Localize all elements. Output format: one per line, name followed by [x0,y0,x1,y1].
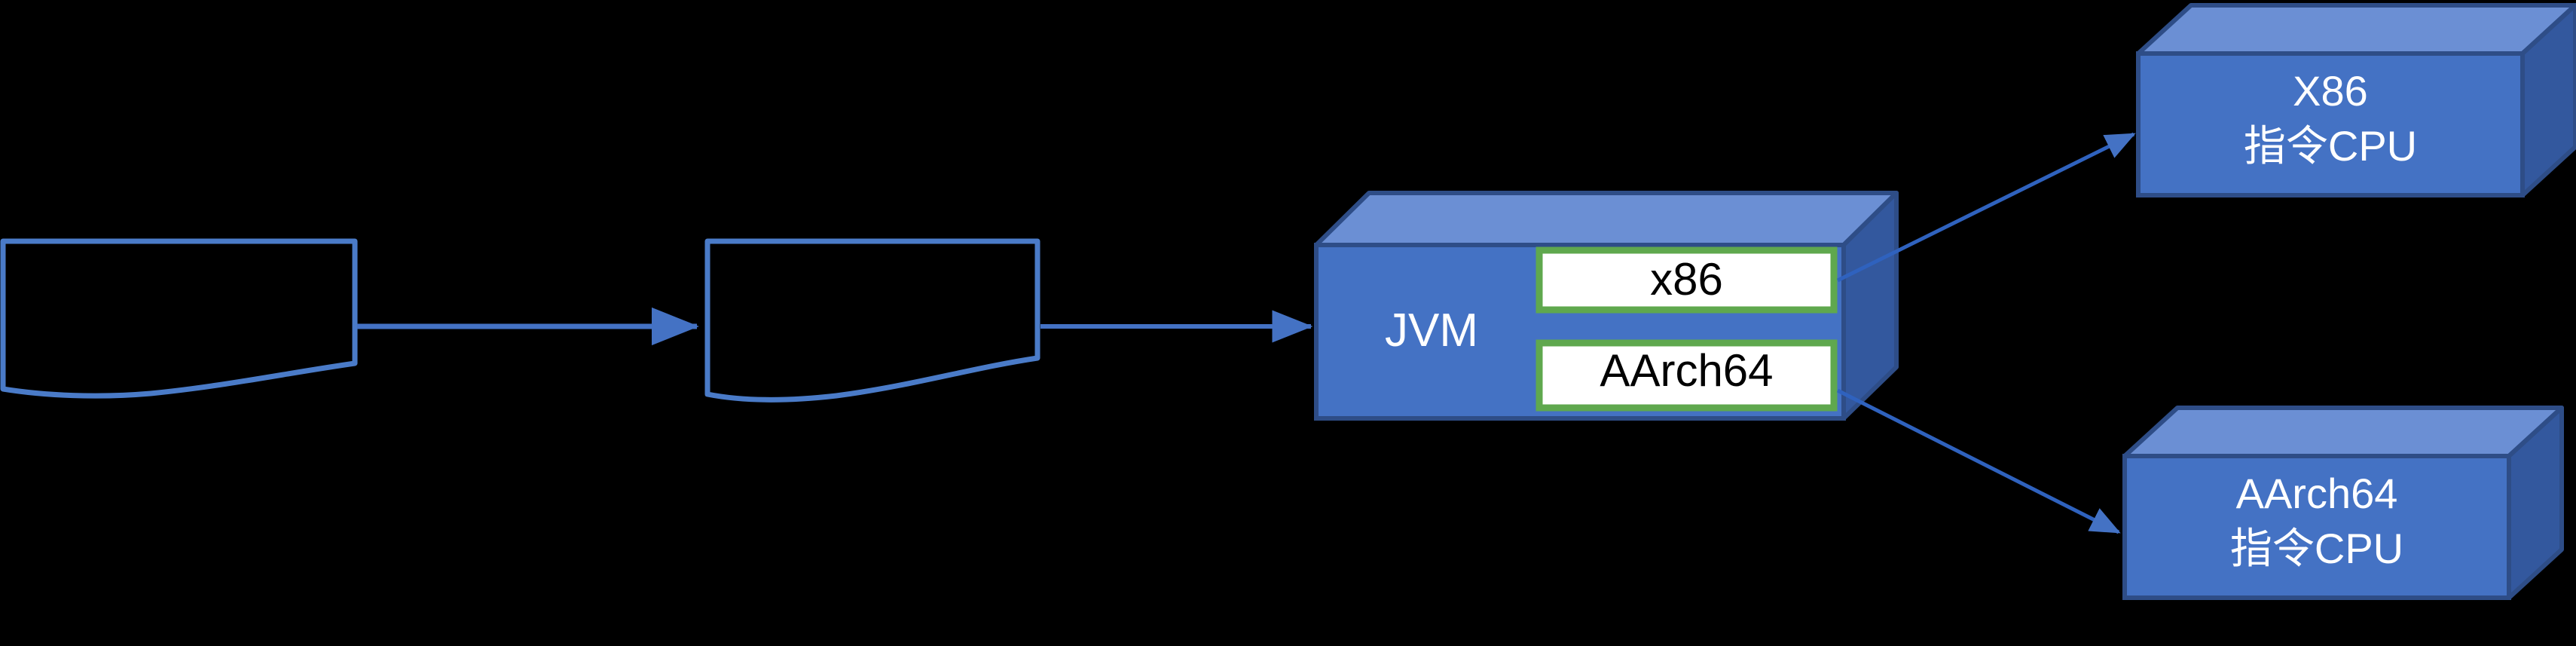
jvm-slot-x86-box[interactable] [1536,246,1838,314]
jvm-slot-aarch64-box[interactable] [1536,339,1838,412]
aarch64-cpu-box-front-face [2122,454,2511,600]
aarch64-cpu-box-top-face [2122,406,2564,458]
connector-aarch64-to-cpu [1836,388,2121,534]
aarch64-cpu-box[interactable] [2122,406,2564,600]
document-shape-1 [0,238,358,399]
jvm-box-top-face [1314,191,1899,247]
x86-cpu-box[interactable] [2136,3,2576,197]
document-shape-2 [704,238,1040,403]
connector-x86-to-cpu [1836,132,2136,283]
x86-cpu-box-top-face [2136,3,2576,56]
x86-cpu-box-front-face [2136,51,2525,197]
